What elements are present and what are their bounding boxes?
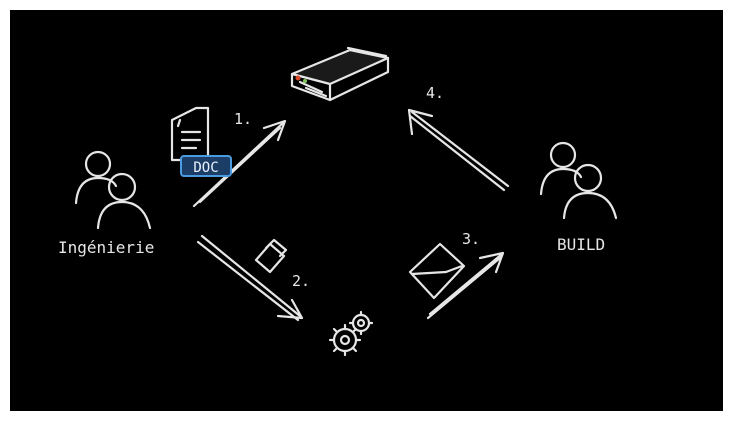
- step-label-2: 2.: [292, 272, 311, 290]
- actor-label-ingenierie: Ingénierie: [58, 238, 155, 257]
- step-label-4: 4.: [426, 84, 445, 102]
- actor-label-build: BUILD: [557, 235, 606, 254]
- doc-badge: DOC: [180, 155, 232, 177]
- people-icon-left: [74, 150, 152, 230]
- arrow-step-2: [196, 234, 304, 322]
- arrow-step-4: [407, 108, 510, 192]
- envelope-icon: [408, 242, 466, 300]
- people-icon-right: [539, 141, 618, 220]
- gears-icon: [328, 310, 374, 357]
- diagram-canvas: DOC 1. 2. 3. 4. Ingénierie BUILD: [10, 10, 723, 411]
- step-label-3: 3.: [462, 230, 481, 248]
- arrow-step-1: [192, 119, 287, 208]
- diagram-drawing: [74, 46, 618, 357]
- arrow-step-3: [426, 251, 505, 320]
- usb-stick-icon: [254, 238, 288, 274]
- server-icon: [290, 46, 390, 102]
- document-icon: [170, 106, 210, 162]
- step-label-1: 1.: [234, 110, 253, 128]
